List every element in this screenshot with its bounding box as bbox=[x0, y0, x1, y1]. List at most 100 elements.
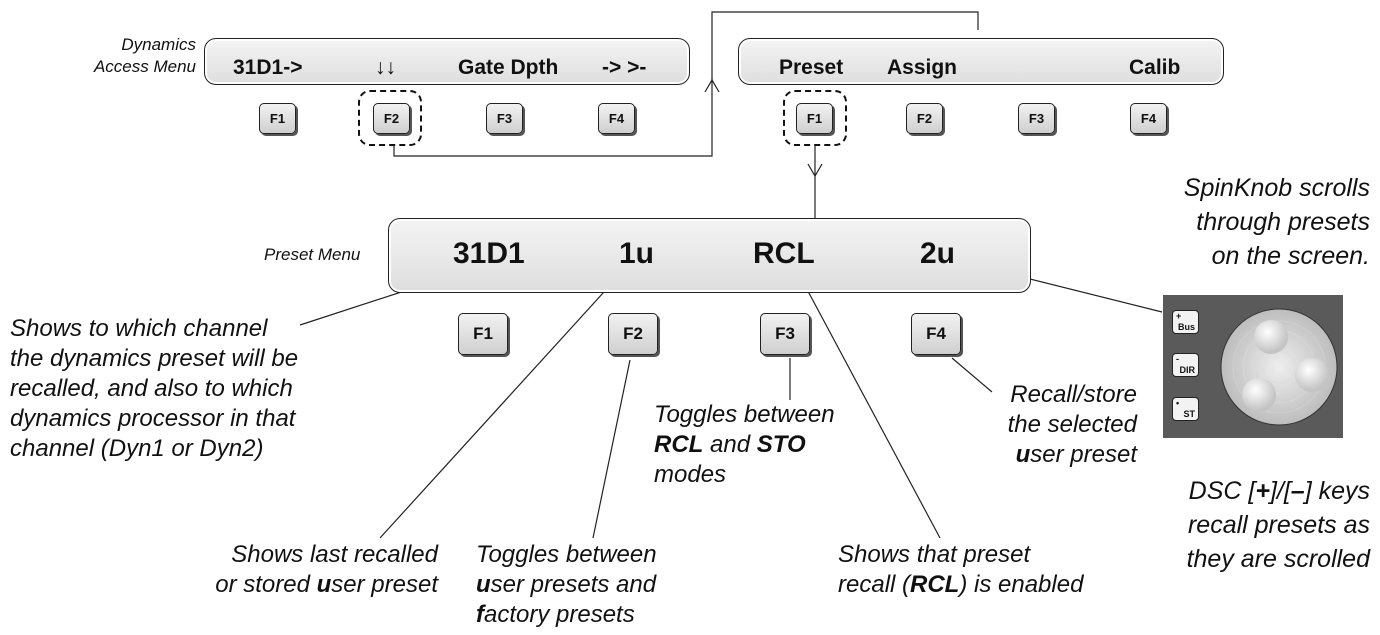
dyn-f4-key[interactable]: F4 bbox=[598, 103, 635, 134]
ann-toggle-rcl-l2b: and bbox=[703, 431, 757, 458]
ann-recall-enabled-l2a: recall ( bbox=[838, 571, 911, 598]
ann-dsc-plus: + bbox=[1255, 477, 1270, 505]
dyn-f3-key[interactable]: F3 bbox=[486, 103, 523, 134]
ann-toggle-user-l2: user presets and bbox=[476, 570, 657, 600]
ann-dsc-minus: – bbox=[1290, 477, 1305, 505]
ann-toggle-rcl-l1: Toggles between bbox=[654, 401, 835, 428]
st-key-symbol: • bbox=[1176, 398, 1180, 408]
arrow-down-head bbox=[807, 163, 823, 178]
dynamics-label-line2: Access Menu bbox=[93, 57, 196, 76]
ann-dsc-l1a: DSC [ bbox=[1188, 477, 1256, 505]
top-f1-key[interactable]: F1 bbox=[796, 103, 833, 134]
preset-channel: 31D1 bbox=[453, 237, 525, 270]
top-f4-key[interactable]: F4 bbox=[1130, 103, 1167, 134]
ann-recall-store-l3b: ser preset bbox=[1030, 441, 1137, 468]
ann-recall-store-l2: the selected bbox=[1007, 411, 1137, 438]
preset-menu-label: Preset Menu bbox=[264, 245, 361, 264]
dyn-item-arrows: ↓↓ bbox=[375, 56, 396, 79]
dynamics-label-line1: Dynamics bbox=[121, 35, 196, 54]
ann-toggle-rcl-l2a: RCL bbox=[654, 431, 704, 458]
annotation-recall-store: Recall/store the selected user preset bbox=[985, 380, 1137, 470]
dir-key-label: DIR bbox=[1179, 365, 1196, 375]
annotation-toggle-user: Toggles between user presets and factory… bbox=[476, 540, 657, 630]
ann-dsc-l1c: ]/[ bbox=[1269, 477, 1291, 505]
preset-access-display: Preset Assign Calib bbox=[738, 38, 1224, 85]
ann-dsc-l1e: ] keys bbox=[1304, 477, 1370, 505]
ann-last-l2: or stored user preset bbox=[196, 570, 438, 600]
menu-item-assign: Assign bbox=[887, 56, 958, 79]
dynamics-access-display: 31D1-> ↓↓ Gate Dpth -> >- bbox=[204, 38, 690, 85]
dyn-f2-highlight bbox=[358, 90, 422, 146]
ann-toggle-rcl-l3: modes bbox=[654, 461, 727, 488]
dyn-item-gate-depth: Gate Dpth bbox=[458, 56, 559, 79]
annotation-recall-enabled: Shows that preset recall (RCL) is enable… bbox=[838, 540, 1083, 600]
ann-dsc-l3: they are scrolled bbox=[1186, 545, 1370, 573]
ann-channel-l2: the dynamics preset will be bbox=[10, 345, 299, 372]
ann-toggle-user-l2a: u bbox=[476, 571, 491, 598]
annotation-toggle-rcl: Toggles between RCL and STO modes bbox=[654, 400, 835, 490]
preset-f4-key[interactable]: F4 bbox=[911, 313, 961, 355]
ann-recall-store-l3a: u bbox=[1015, 441, 1031, 468]
leader-toggle-user bbox=[592, 359, 631, 539]
ann-recall-store-l1: Recall/store bbox=[1010, 381, 1137, 408]
top-f2-key[interactable]: F2 bbox=[906, 103, 943, 134]
top-connector-line bbox=[711, 11, 979, 80]
dsc-dir-key[interactable]: - DIR bbox=[1172, 353, 1199, 377]
preset-menu-display: 31D1 1u RCL 2u bbox=[388, 218, 1031, 293]
leader-recall-enabled bbox=[801, 279, 941, 539]
ann-toggle-rcl-l2c: STO bbox=[756, 431, 806, 458]
st-key-label: ST bbox=[1183, 409, 1195, 419]
ann-recall-enabled-l2: recall (RCL) is enabled bbox=[838, 570, 1083, 600]
ann-last-l2a: or stored bbox=[215, 571, 317, 598]
ann-dsc-l2: recall presets as bbox=[1187, 511, 1370, 539]
annotation-dsc-keys: DSC [+]/[–] keys recall presets as they … bbox=[1130, 474, 1370, 576]
knob-dimple-top bbox=[1254, 320, 1288, 354]
dyn-f2-key[interactable]: F2 bbox=[373, 103, 410, 134]
dsc-st-key[interactable]: • ST bbox=[1172, 397, 1199, 421]
dynamics-menu-label: Dynamics Access Menu bbox=[60, 34, 196, 78]
dyn-item-channel: 31D1-> bbox=[233, 56, 303, 79]
spinknob-dial[interactable] bbox=[1219, 303, 1339, 431]
ann-spinknob-l3: on the screen. bbox=[1211, 242, 1370, 270]
top-f3-key[interactable]: F3 bbox=[1018, 103, 1055, 134]
knob-dimple-left bbox=[1242, 378, 1276, 412]
preset-f2-key[interactable]: F2 bbox=[608, 313, 658, 355]
dyn-f1-key[interactable]: F1 bbox=[259, 103, 296, 134]
preset-mode: RCL bbox=[753, 237, 815, 270]
dsc-bus-key[interactable]: + Bus bbox=[1172, 310, 1199, 334]
ann-last-l2c: ser preset bbox=[331, 571, 438, 598]
preset-f1-key[interactable]: F1 bbox=[458, 313, 508, 355]
ann-toggle-user-l3a: f bbox=[476, 601, 484, 628]
preset-selected-user: 2u bbox=[920, 237, 956, 270]
menu-item-calib: Calib bbox=[1129, 56, 1181, 79]
leader-last-recalled bbox=[379, 269, 625, 539]
spinknob-panel: + Bus - DIR • ST bbox=[1163, 295, 1343, 438]
f2-to-preset-line bbox=[393, 78, 713, 157]
ann-spinknob-l2: through presets bbox=[1196, 208, 1370, 236]
annotation-last-recalled: Shows last recalled or stored user prese… bbox=[196, 540, 438, 600]
bus-key-symbol: + bbox=[1176, 311, 1182, 321]
leader-recall-store bbox=[951, 357, 993, 393]
ann-dsc-l1: DSC [+]/[–] keys bbox=[1130, 474, 1370, 508]
top-f1-highlight bbox=[783, 90, 847, 146]
annotation-channel: Shows to which channel the dynamics pres… bbox=[10, 314, 298, 464]
preset-last-user: 1u bbox=[619, 237, 655, 270]
menu-item-preset: Preset bbox=[779, 56, 844, 79]
dir-key-symbol: - bbox=[1176, 354, 1179, 364]
ann-last-l1: Shows last recalled bbox=[231, 541, 438, 568]
ann-toggle-user-l2b: ser presets and bbox=[490, 571, 657, 598]
ann-toggle-user-l3b: actory presets bbox=[484, 601, 635, 628]
ann-recall-store-l3: user preset bbox=[985, 440, 1137, 470]
ann-toggle-rcl-l2: RCL and STO bbox=[654, 430, 835, 460]
ann-last-l2b: u bbox=[316, 571, 332, 598]
ann-spinknob-l1: SpinKnob scrolls bbox=[1183, 174, 1370, 202]
annotation-spinknob: SpinKnob scrolls through presets on the … bbox=[1130, 171, 1370, 273]
dyn-item-direction: -> >- bbox=[602, 56, 647, 79]
ann-toggle-user-l3: factory presets bbox=[476, 600, 657, 630]
ann-channel-l3: recalled, and also to which bbox=[10, 375, 293, 402]
ann-recall-enabled-l2b: RCL bbox=[910, 571, 960, 598]
preset-f3-key[interactable]: F3 bbox=[760, 313, 810, 355]
bus-key-label: Bus bbox=[1177, 322, 1195, 332]
ann-channel-l4: dynamics processor in that bbox=[10, 405, 296, 432]
knob-dimple-right bbox=[1295, 358, 1329, 392]
